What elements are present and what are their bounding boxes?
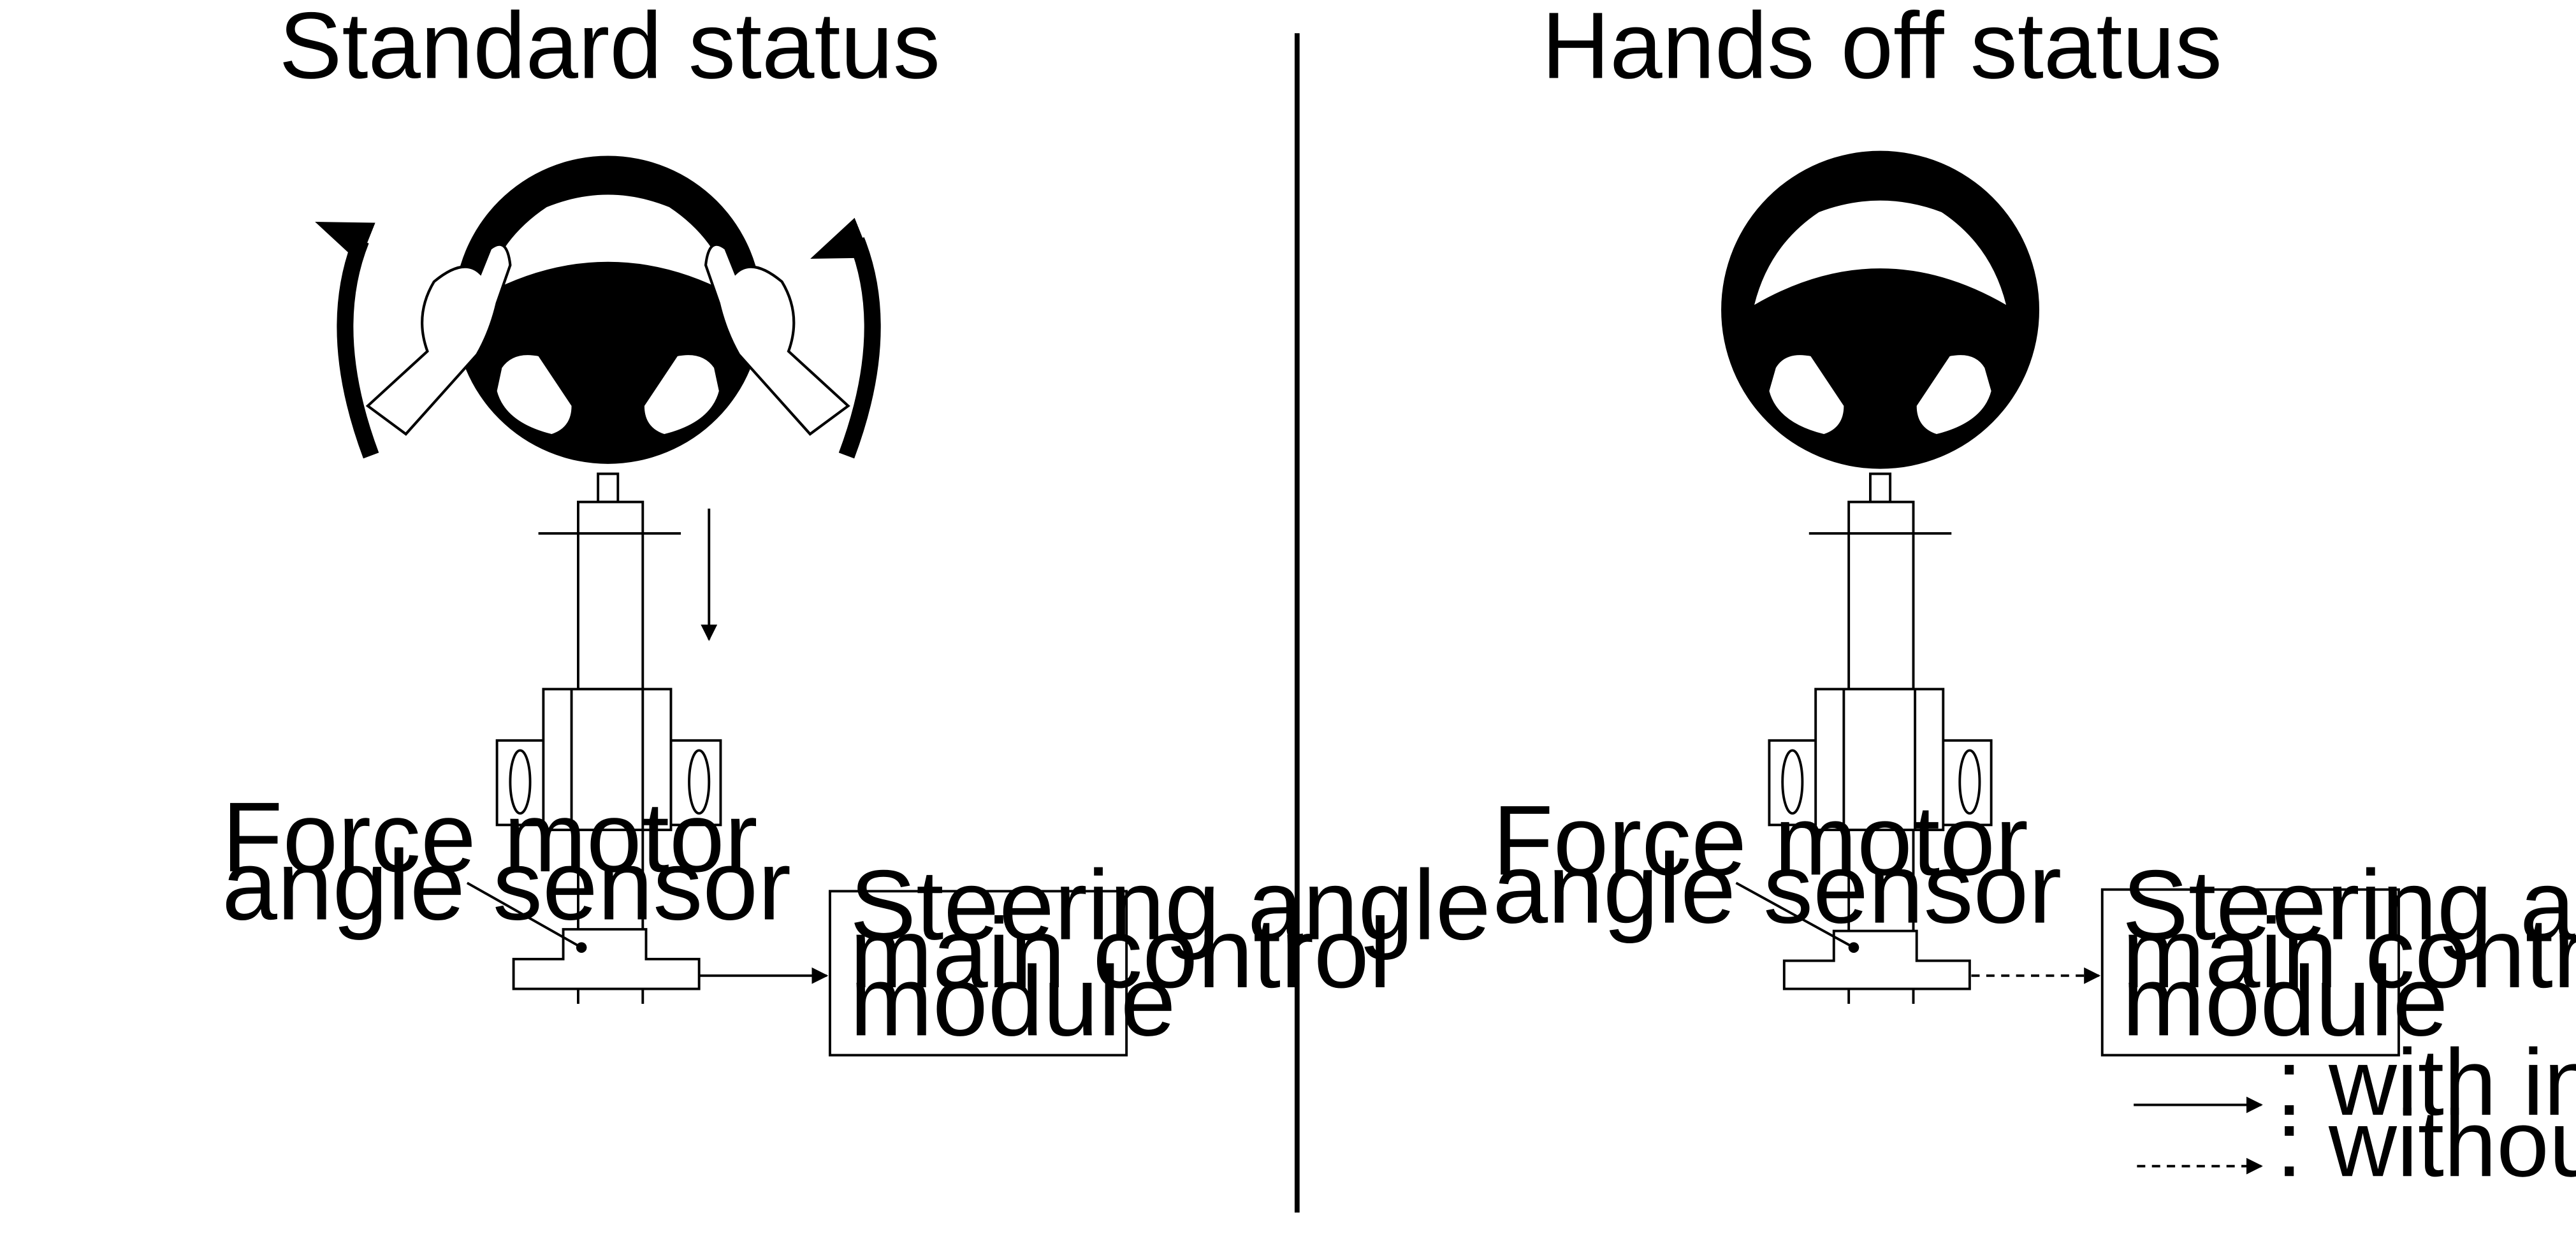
legend-solid-label: : with input	[2276, 1030, 2576, 1135]
panel-standard: Standard status	[222, 0, 1518, 1057]
sensor-label: Force motor angle sensor	[1492, 785, 2062, 944]
module-label: Steering angle main control module	[2122, 850, 2576, 1057]
panel-title: Hands off status	[1541, 0, 2222, 98]
legend-dashed-label: : without input	[2276, 1091, 2576, 1196]
sensor-point	[1848, 942, 1859, 953]
legend: : with input : without input	[2134, 1030, 2576, 1196]
module-label-line: main control	[850, 898, 1391, 1009]
sensor-leader-line	[1735, 881, 1854, 949]
rotate-right-arrow-icon	[810, 217, 881, 459]
module-label-line: Steering angle	[2122, 850, 2576, 961]
sensor-label-line: Force motor	[222, 782, 757, 893]
sensor-label-line: angle sensor	[1492, 834, 2062, 945]
steering-column	[495, 472, 722, 1004]
steering-column	[1768, 472, 1993, 1004]
steering-wheel-icon	[1721, 150, 2040, 469]
sensor-point	[576, 942, 587, 953]
module-label: Steering angle main control module	[850, 850, 1518, 1057]
module-label-line: module	[2122, 946, 2448, 1057]
module-box	[2100, 888, 2400, 1057]
module-box	[829, 890, 1128, 1057]
panel-title: Standard status	[279, 0, 940, 98]
sensor-leader-line	[466, 881, 583, 949]
steering-wheel-icon	[454, 156, 762, 464]
sensor-label: Force motor angle sensor	[222, 782, 791, 941]
module-label-line: Steering angle	[850, 850, 1490, 961]
module-label-line: module	[850, 946, 1175, 1057]
hands-icon	[365, 243, 850, 436]
sensor-label-line: angle sensor	[222, 830, 791, 941]
rotate-left-arrow-icon	[315, 222, 379, 459]
module-label-line: main control	[2122, 898, 2576, 1009]
panel-hands-off: Hands off status F	[1492, 0, 2576, 1057]
sensor-label-line: Force motor	[1492, 785, 2028, 896]
